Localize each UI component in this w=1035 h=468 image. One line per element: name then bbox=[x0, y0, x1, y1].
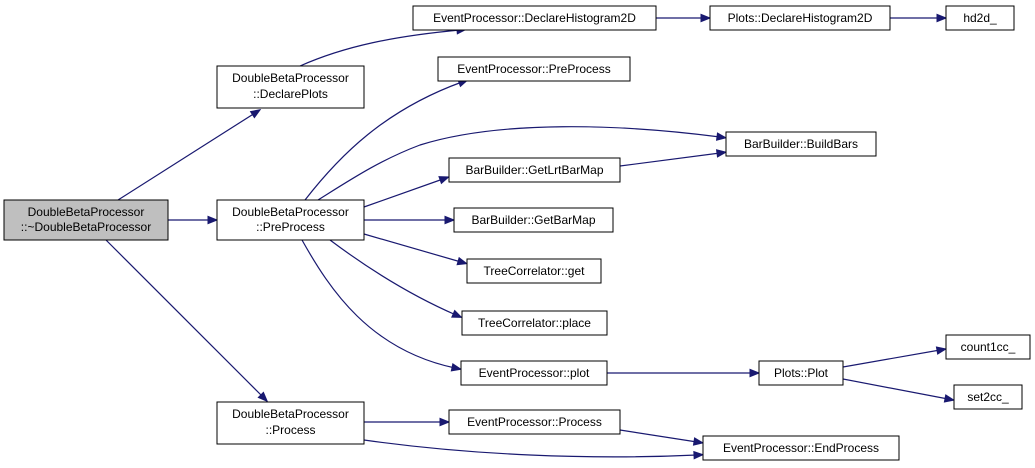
node-preprocess[interactable]: DoubleBetaProcessor ::PreProcess bbox=[216, 199, 365, 241]
edge-line bbox=[329, 239, 457, 316]
node-plots-declare-hist-label: Plots::DeclareHistogram2D bbox=[728, 11, 873, 25]
arrowhead-icon bbox=[257, 391, 269, 403]
edge-plots-plot-to-set2cc bbox=[842, 378, 956, 403]
edge-layer bbox=[105, 13, 956, 460]
arrowhead-icon bbox=[700, 13, 712, 23]
node-hd2d[interactable]: hd2d_ bbox=[945, 5, 1015, 31]
arrowhead-icon bbox=[207, 215, 219, 225]
node-root[interactable]: DoubleBetaProcessor ::~DoubleBetaProcess… bbox=[3, 199, 169, 241]
node-process-line-2: ::Process bbox=[265, 423, 315, 437]
node-ep-preprocess[interactable]: EventProcessor::PreProcess bbox=[437, 56, 631, 82]
edge-line bbox=[317, 126, 721, 201]
node-preprocess-line-1: DoubleBetaProcessor bbox=[232, 205, 349, 219]
edge-process-to-ep-process bbox=[364, 417, 451, 427]
edge-ep-declare-hist-to-plots-declare-hist bbox=[656, 13, 712, 23]
node-get-bar-map-label: BarBuilder::GetBarMap bbox=[471, 213, 595, 227]
edge-root-to-declare-plots bbox=[117, 109, 262, 201]
edge-line bbox=[842, 349, 941, 368]
node-ep-end-process-label: EventProcessor::EndProcess bbox=[723, 441, 879, 455]
arrowhead-icon bbox=[451, 309, 463, 318]
node-ep-process[interactable]: EventProcessor::Process bbox=[448, 409, 621, 435]
node-declare-plots-line-2: ::DeclarePlots bbox=[253, 87, 328, 101]
edge-line bbox=[304, 81, 463, 201]
edge-preprocess-to-tc-get bbox=[363, 233, 469, 266]
arrowhead-icon bbox=[450, 363, 463, 372]
arrowhead-icon bbox=[438, 176, 450, 185]
node-tc-place[interactable]: TreeCorrelator::place bbox=[461, 310, 608, 336]
edge-preprocess-to-build-bars bbox=[317, 126, 728, 201]
edge-root-to-preprocess bbox=[168, 215, 219, 225]
arrowhead-icon bbox=[692, 437, 705, 446]
edge-line bbox=[299, 29, 461, 67]
node-plots-declare-hist[interactable]: Plots::DeclareHistogram2D bbox=[709, 5, 891, 31]
arrowhead-icon bbox=[715, 132, 728, 141]
node-count1cc[interactable]: count1cc_ bbox=[945, 334, 1031, 360]
node-preprocess-line-2: ::PreProcess bbox=[256, 220, 325, 234]
edge-line bbox=[619, 429, 698, 443]
edge-plots-declare-hist-to-hd2d bbox=[890, 13, 948, 23]
arrowhead-icon bbox=[456, 256, 469, 266]
node-tc-get-label: TreeCorrelator::get bbox=[484, 264, 586, 278]
edge-line bbox=[117, 112, 256, 201]
arrowhead-icon bbox=[249, 109, 262, 119]
node-ep-plot[interactable]: EventProcessor::plot bbox=[460, 360, 608, 386]
node-ep-declare-hist[interactable]: EventProcessor::DeclareHistogram2D bbox=[412, 5, 657, 31]
arrowhead-icon bbox=[936, 13, 948, 23]
node-get-lrt-bar-map-label: BarBuilder::GetLrtBarMap bbox=[465, 163, 603, 177]
node-set2cc[interactable]: set2cc_ bbox=[953, 384, 1023, 410]
node-build-bars[interactable]: BarBuilder::BuildBars bbox=[725, 131, 877, 157]
node-declare-plots[interactable]: DoubleBetaProcessor ::DeclarePlots bbox=[216, 65, 365, 109]
node-ep-end-process[interactable]: EventProcessor::EndProcess bbox=[702, 435, 900, 461]
node-build-bars-label: BarBuilder::BuildBars bbox=[744, 137, 858, 151]
node-ep-plot-label: EventProcessor::plot bbox=[479, 366, 590, 380]
edge-line bbox=[363, 233, 462, 263]
edge-root-to-process bbox=[105, 239, 269, 403]
node-get-lrt-bar-map[interactable]: BarBuilder::GetLrtBarMap bbox=[448, 157, 621, 183]
node-hd2d-label: hd2d_ bbox=[963, 11, 997, 25]
edge-preprocess-to-get-lrt-bar-map bbox=[363, 176, 450, 208]
node-process[interactable]: DoubleBetaProcessor ::Process bbox=[216, 401, 365, 445]
node-tc-place-label: TreeCorrelator::place bbox=[478, 316, 591, 330]
edge-line bbox=[301, 239, 456, 369]
node-ep-process-label: EventProcessor::Process bbox=[467, 415, 602, 429]
node-tc-get[interactable]: TreeCorrelator::get bbox=[466, 258, 602, 284]
arrowhead-icon bbox=[943, 394, 956, 403]
edge-line bbox=[619, 152, 721, 167]
node-count1cc-label: count1cc_ bbox=[961, 340, 1016, 354]
edge-line bbox=[842, 378, 949, 400]
arrowhead-icon bbox=[444, 215, 456, 225]
edge-preprocess-to-ep-plot bbox=[301, 239, 463, 372]
node-plots-plot[interactable]: Plots::Plot bbox=[758, 360, 844, 386]
edge-line bbox=[363, 178, 444, 208]
edge-plots-plot-to-count1cc bbox=[842, 346, 948, 368]
edge-line bbox=[363, 439, 698, 458]
node-process-line-1: DoubleBetaProcessor bbox=[232, 407, 349, 421]
node-ep-preprocess-label: EventProcessor::PreProcess bbox=[457, 62, 610, 76]
edge-process-to-ep-end-process bbox=[363, 439, 705, 460]
arrowhead-icon bbox=[715, 149, 728, 158]
edge-ep-plot-to-plots-plot bbox=[607, 368, 761, 378]
node-root-line-2: ::~DoubleBetaProcessor bbox=[21, 220, 151, 234]
node-ep-declare-hist-label: EventProcessor::DeclareHistogram2D bbox=[433, 11, 636, 25]
arrowhead-icon bbox=[693, 450, 705, 460]
edge-ep-process-to-ep-end-process bbox=[619, 429, 705, 446]
node-declare-plots-line-1: DoubleBetaProcessor bbox=[232, 71, 349, 85]
arrowhead-icon bbox=[439, 417, 451, 427]
node-plots-plot-label: Plots::Plot bbox=[774, 366, 829, 380]
node-set2cc-label: set2cc_ bbox=[967, 390, 1009, 404]
node-get-bar-map[interactable]: BarBuilder::GetBarMap bbox=[453, 207, 614, 233]
edge-preprocess-to-get-bar-map bbox=[364, 215, 456, 225]
arrowhead-icon bbox=[935, 346, 948, 355]
node-root-line-1: DoubleBetaProcessor bbox=[28, 205, 145, 219]
arrowhead-icon bbox=[749, 368, 761, 378]
edge-line bbox=[105, 239, 264, 398]
edge-get-lrt-bar-map-to-build-bars bbox=[619, 149, 728, 167]
edge-preprocess-to-tc-place bbox=[329, 239, 463, 318]
